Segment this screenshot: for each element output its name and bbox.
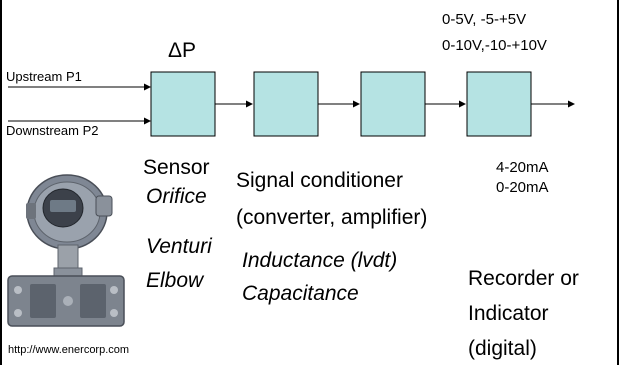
voltage-range-line-2: 0-10V,-10-+10V xyxy=(442,37,547,54)
output-line-2: Indicator xyxy=(468,302,549,325)
sensor-block xyxy=(150,71,216,137)
right-border xyxy=(617,0,619,365)
sensor-type-elbow: Elbow xyxy=(146,269,204,292)
conditioner-block xyxy=(253,71,319,137)
delta-p-label: ΔP xyxy=(168,39,197,62)
conditioner-type-capacitance: Capacitance xyxy=(242,282,359,305)
downstream-label: Downstream P2 xyxy=(6,123,99,138)
output-line-3: (digital) xyxy=(468,337,537,360)
sensor-title: Sensor xyxy=(143,156,210,179)
conditioner-subtitle: (converter, amplifier) xyxy=(236,206,428,229)
left-border xyxy=(0,0,2,365)
converter-block xyxy=(360,71,426,137)
sensor-type-venturi: Venturi xyxy=(146,235,212,258)
output-block xyxy=(466,71,532,137)
pressure-transmitter-photo xyxy=(7,174,125,327)
current-range-line-1: 4-20mA xyxy=(496,159,549,176)
conditioner-type-inductance: Inductance (lvdt) xyxy=(242,249,398,272)
source-credit: http://www.enercorp.com xyxy=(8,344,130,356)
current-range-line-2: 0-20mA xyxy=(496,179,549,196)
upstream-label: Upstream P1 xyxy=(6,69,82,84)
output-line-1: Recorder or xyxy=(468,267,579,290)
voltage-range-line-1: 0-5V, -5-+5V xyxy=(442,11,527,28)
conditioner-title: Signal conditioner xyxy=(236,169,403,192)
sensor-type-orifice: Orifice xyxy=(146,185,207,208)
